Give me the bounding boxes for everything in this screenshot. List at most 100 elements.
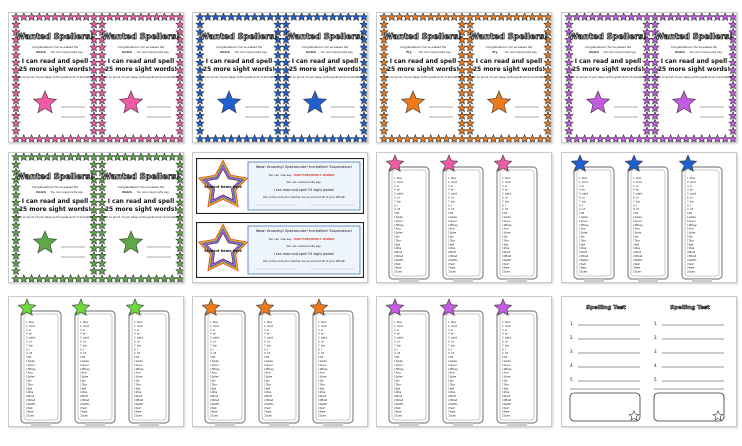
bookmark-star-icon	[439, 154, 459, 172]
border-star-icon	[11, 235, 21, 245]
bookmark-number: 17.	[502, 238, 506, 242]
bookmark-number: 21.	[26, 398, 30, 402]
border-star-icon	[335, 13, 346, 22]
border-star-icon	[457, 13, 467, 22]
border-star-icon	[379, 80, 389, 90]
bookmark-inner-frame	[23, 313, 59, 421]
bookmark-number: 22.	[448, 258, 452, 262]
border-star-icon	[543, 19, 551, 29]
bookmark-inner-frame	[77, 313, 113, 421]
bookmark-word: with	[582, 258, 588, 262]
border-star-icon	[681, 134, 691, 142]
bookmark-word: to	[451, 188, 454, 192]
bookmark-word: that	[213, 398, 220, 402]
star-outline-icon	[628, 410, 640, 421]
border-star-icon	[50, 153, 60, 162]
bookmark-number: 25.	[633, 270, 637, 274]
bookmark-number: 14.	[134, 371, 138, 375]
bookmark-number: 1.	[80, 320, 83, 324]
border-star-icon	[457, 34, 467, 44]
bookmark-number: 11.	[80, 359, 84, 363]
bookmark-number: 1.	[318, 320, 321, 324]
bookmark-word: of	[505, 207, 509, 211]
banner-big: I can read and spell 25 sight words!	[274, 252, 335, 256]
bookmark-number: 2.	[264, 324, 267, 328]
border-star-icon	[281, 42, 291, 52]
bookmark-word: his	[137, 390, 142, 394]
bookmark-word: she	[636, 231, 641, 235]
border-star-icon	[105, 134, 115, 142]
bookmark-number: 20.	[26, 394, 30, 398]
award-you-can: You can now proudly say,	[137, 50, 170, 54]
bookmark-number: 19.	[502, 246, 506, 250]
bookmark-word: I	[690, 203, 691, 207]
bookmark-number: 20.	[264, 394, 268, 398]
bookmark-number: 2.	[26, 324, 29, 328]
award-page-pink[interactable]: Wanted Spellers!Congratulations! You've …	[8, 12, 184, 143]
border-star-icon	[195, 19, 205, 29]
bookmark-word: the	[582, 176, 587, 180]
border-star-icon	[658, 13, 668, 22]
award-you-can: You can now proudly say,	[690, 50, 723, 54]
award-page-orange[interactable]: Wanted Spellers!Congratulations! You've …	[376, 12, 552, 143]
border-star-icon	[320, 134, 330, 142]
border-star-icon	[175, 27, 183, 37]
border-star-icon	[151, 134, 162, 142]
bookmark-word: to	[505, 188, 508, 192]
bookmark-number: 22.	[633, 258, 637, 262]
bookmark-word: in	[321, 340, 324, 344]
bookmark-word: but	[83, 394, 89, 398]
border-star-icon	[543, 50, 551, 60]
bookmark-number: 23.	[502, 262, 506, 266]
bookmark-word: is	[636, 235, 639, 239]
bookmark-word: they	[397, 367, 404, 371]
bookmark-word: was	[321, 359, 327, 363]
bookmark-word: I	[83, 347, 84, 351]
bookmark-word: of	[397, 207, 401, 211]
bookmark-word: you	[29, 363, 35, 367]
border-star-icon	[105, 13, 115, 22]
bookmark-number: 19.	[80, 390, 84, 394]
bookmark-word: we	[321, 410, 325, 414]
award-page-green[interactable]: Wanted Spellers!Congratulations! You've …	[8, 152, 184, 283]
test-number: 3.	[570, 349, 574, 354]
border-star-icon	[603, 134, 613, 142]
border-star-icon	[359, 110, 367, 120]
bookmark-word: it	[636, 211, 639, 215]
border-star-icon	[195, 57, 205, 67]
bookmark-number: 18.	[26, 386, 30, 390]
test-number: 5.	[570, 377, 574, 382]
award-page-purple[interactable]: Wanted Spellers!Congratulations! You've …	[561, 12, 737, 143]
bookmark: the1.and2.a3.to4.said5.in6.he7.I8.of9.it…	[439, 154, 484, 282]
bookmark-tab	[269, 423, 289, 426]
bookmark-word: they	[397, 223, 404, 227]
bookmark-word: is	[451, 235, 454, 239]
border-star-icon	[249, 13, 260, 22]
border-star-icon	[89, 110, 99, 120]
award-star-icon	[118, 230, 144, 254]
bookmark: the1.and2.a3.to4.said5.in6.he7.I8.of9.it…	[439, 298, 484, 426]
bookmark-word: with	[636, 258, 642, 262]
border-star-icon	[457, 126, 467, 136]
border-star-icon	[50, 134, 60, 142]
bookmark-word: can	[451, 414, 456, 418]
border-star-icon	[650, 88, 660, 98]
border-star-icon	[564, 27, 574, 37]
test-number: 4.	[654, 363, 658, 368]
bookmark-word: at	[451, 242, 455, 246]
border-star-icon	[465, 134, 475, 142]
bookmark: the1.and2.a3.to4.said5.in6.he7.I8.of9.it…	[385, 154, 430, 282]
award-page-blue[interactable]: Wanted Spellers!Congratulations! You've …	[192, 12, 368, 143]
bookmark-word: and	[505, 324, 511, 328]
bookmark-word: of	[29, 351, 33, 355]
border-star-icon	[281, 34, 291, 44]
border-star-icon	[11, 190, 21, 200]
bookmark-number: 9.	[579, 207, 582, 211]
